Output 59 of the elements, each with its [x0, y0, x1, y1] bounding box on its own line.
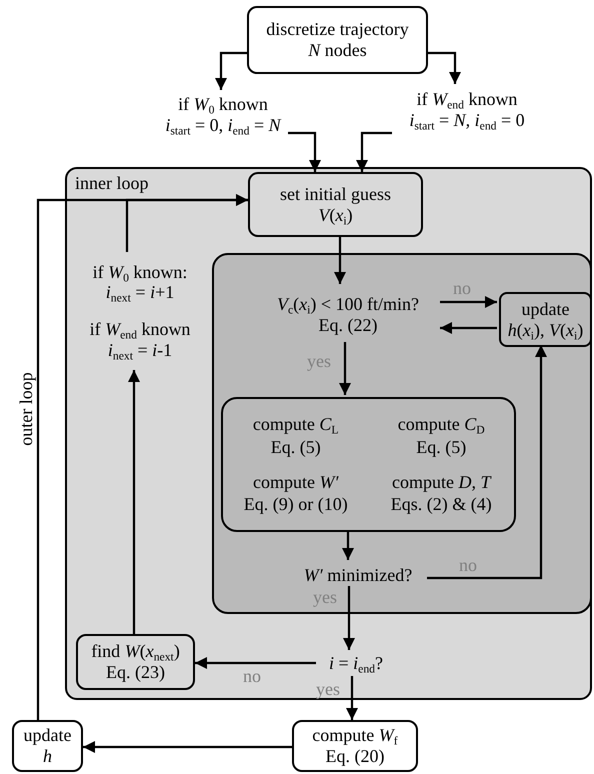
node-text: compute W′	[253, 472, 338, 492]
iteration-panel	[212, 253, 592, 614]
node-text: if W$_{end}$ known	[416, 89, 518, 110]
inner-loop-panel	[65, 167, 592, 700]
edge-label: outer loop	[16, 371, 35, 447]
node-text: if W$_{end}$ known	[90, 319, 190, 340]
node-text: N nodes	[308, 40, 367, 61]
node-text: compute D, T	[392, 472, 490, 492]
node-text: i$_{next}$ = i-1	[108, 340, 172, 360]
node-text: update	[24, 725, 72, 746]
process-box	[221, 397, 516, 532]
node-text: compute W$_{f}$	[312, 725, 398, 746]
node-text: Eq. (22)	[318, 315, 378, 336]
node-text: set initial guess	[280, 184, 391, 204]
node-text: i$_{next}$ = i+1	[106, 282, 174, 303]
panel-title: inner loop	[75, 173, 148, 194]
arrow	[83, 741, 292, 753]
node-text: compute C$_{D}$	[398, 414, 485, 435]
arrow	[427, 345, 547, 580]
arrow	[195, 657, 316, 669]
arrow	[215, 52, 247, 90]
node-text: find W(x$_{next}$)	[91, 641, 180, 662]
arrow	[356, 132, 392, 172]
node-text: h(x$_{i}$), V(x$_{i}$)	[508, 320, 584, 340]
node-text: V(x$_{i}$)	[318, 204, 353, 226]
process-box	[292, 720, 418, 772]
process-box	[248, 172, 423, 237]
node-text: compute C$_{L}$	[252, 414, 339, 435]
node-text: i$_{start}$ = N, i$_{end}$ = 0	[409, 110, 525, 131]
node-text: Eq. (5)	[416, 436, 466, 458]
node-text: if W$_{0}$ known	[178, 94, 268, 115]
process-box	[12, 720, 83, 772]
node-text: h	[43, 746, 52, 767]
arrow	[288, 132, 321, 172]
arrow	[346, 676, 358, 720]
arrow	[440, 322, 497, 334]
node-text: Eqs. (2) & (4)	[390, 494, 492, 515]
process-box	[499, 292, 592, 347]
arrow	[440, 296, 497, 308]
node-text: if W$_{0}$ known:	[92, 262, 188, 282]
arrow	[339, 342, 351, 395]
arrow	[342, 530, 354, 560]
node-text: V$_{c}$(x$_{i}$) < 100 ft/min?	[276, 294, 420, 315]
arrow	[128, 370, 140, 634]
process-box	[76, 634, 195, 690]
node-text: Eq. (9) or (10)	[244, 494, 348, 515]
arrow	[343, 586, 355, 650]
arrow	[334, 237, 346, 284]
node-text: Eq. (23)	[106, 662, 165, 683]
node-text: i = i$_{end}$?	[328, 652, 384, 674]
node-text: Eq. (5)	[270, 436, 321, 458]
node-text: discretize trajectory	[266, 19, 409, 40]
arrow	[428, 52, 461, 84]
arrow	[36, 194, 248, 720]
node-text: update	[522, 298, 570, 320]
process-box	[247, 6, 428, 74]
node-text: W′ minimized?	[304, 564, 412, 586]
node-text: Eq. (20)	[326, 746, 384, 767]
node-text: i$_{start}$ = 0, i$_{end}$ = N	[165, 115, 281, 136]
